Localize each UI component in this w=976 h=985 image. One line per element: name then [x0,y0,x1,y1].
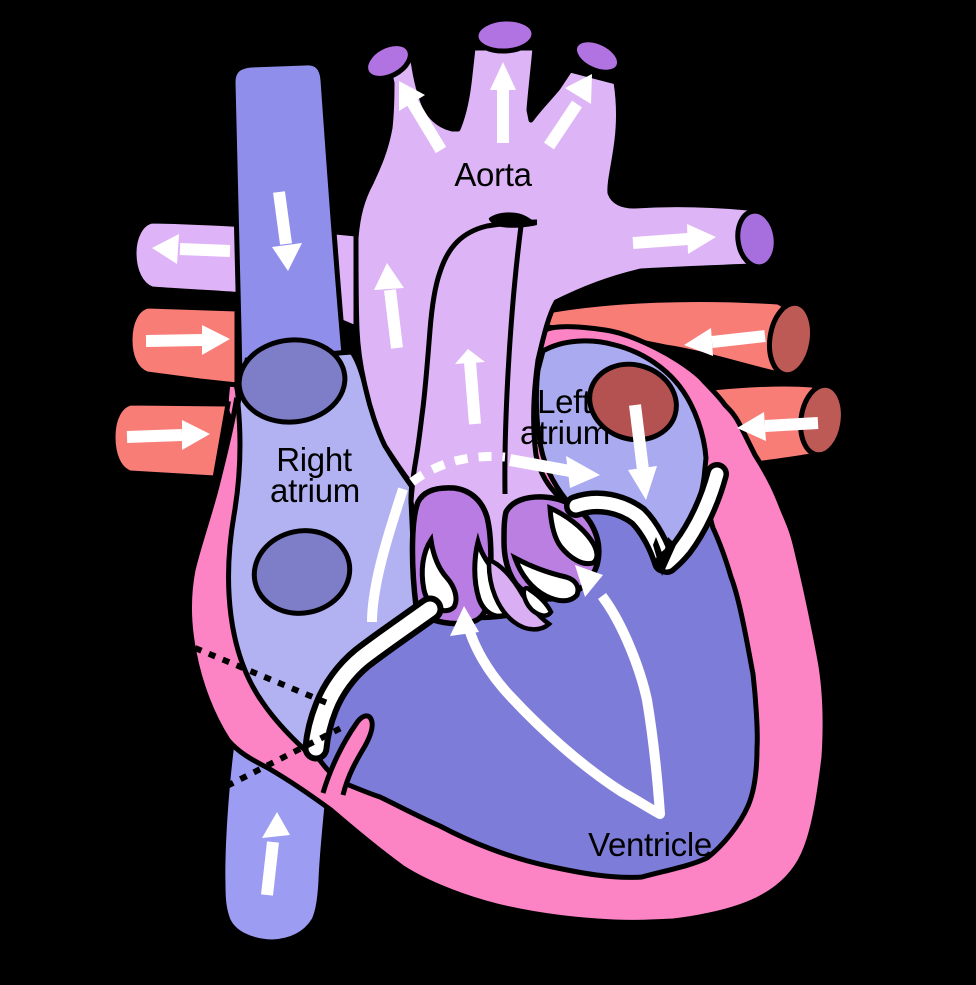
svg-text:Right: Right [276,441,352,478]
svg-text:atrium: atrium [520,414,610,451]
svg-text:atrium: atrium [270,472,360,509]
svg-text:Aorta: Aorta [454,156,532,193]
svg-text:Left: Left [537,383,591,420]
svg-text:Ventricle: Ventricle [588,826,712,863]
